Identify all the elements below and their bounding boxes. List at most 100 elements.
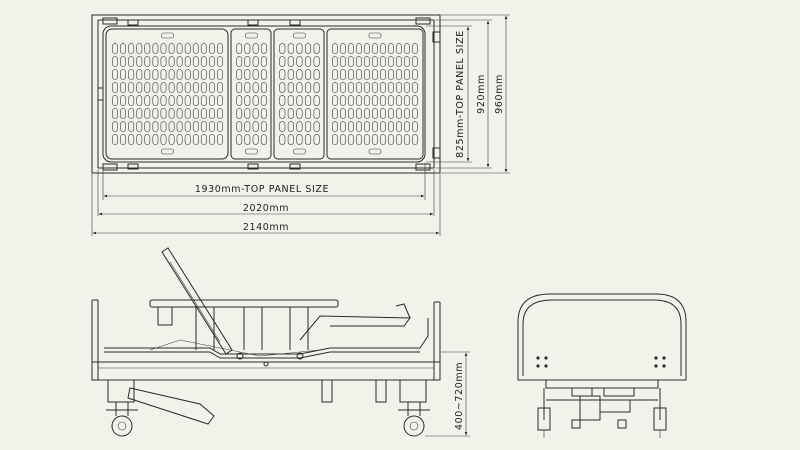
ventilation-slot bbox=[144, 69, 151, 80]
ventilation-slot bbox=[332, 121, 338, 132]
ventilation-slot bbox=[388, 134, 394, 145]
ventilation-slot bbox=[296, 69, 303, 80]
ventilation-slot bbox=[348, 108, 354, 119]
ventilation-slot bbox=[236, 82, 243, 93]
ventilation-slot bbox=[313, 108, 320, 119]
ventilation-slot bbox=[168, 121, 175, 132]
ventilation-slot bbox=[200, 69, 207, 80]
motor-actuator bbox=[127, 387, 215, 425]
ventilation-slot bbox=[252, 121, 259, 132]
ventilation-slot bbox=[252, 82, 259, 93]
ventilation-slot bbox=[340, 69, 346, 80]
ventilation-slot bbox=[313, 56, 320, 67]
ventilation-slot bbox=[252, 43, 259, 54]
ventilation-slot bbox=[209, 108, 215, 119]
ventilation-slot bbox=[332, 108, 338, 119]
ventilation-slot bbox=[120, 69, 126, 80]
ventilation-slot bbox=[313, 121, 320, 132]
ventilation-slot bbox=[404, 121, 410, 132]
ventilation-slot bbox=[287, 56, 294, 67]
ventilation-slot bbox=[287, 82, 294, 93]
end-view bbox=[517, 293, 687, 438]
ventilation-slot bbox=[217, 69, 223, 80]
ventilation-slot bbox=[279, 134, 286, 145]
ventilation-slot bbox=[128, 43, 135, 54]
ventilation-slot bbox=[252, 108, 259, 119]
ventilation-slot bbox=[412, 134, 418, 145]
ventilation-slot bbox=[192, 82, 199, 93]
ventilation-slot bbox=[168, 69, 175, 80]
ventilation-slot bbox=[340, 82, 346, 93]
ventilation-slot bbox=[348, 56, 354, 67]
ventilation-slot bbox=[136, 56, 143, 67]
ventilation-slot bbox=[176, 56, 183, 67]
side-clip bbox=[432, 147, 441, 159]
ventilation-slot bbox=[412, 43, 418, 54]
ventilation-slot bbox=[332, 43, 338, 54]
ventilation-slot bbox=[372, 108, 378, 119]
ventilation-slot bbox=[396, 108, 402, 119]
ventilation-slot bbox=[252, 56, 259, 67]
ventilation-slot bbox=[260, 121, 267, 132]
ventilation-slot bbox=[304, 69, 312, 80]
ventilation-slot bbox=[340, 95, 346, 106]
ventilation-slot bbox=[200, 82, 207, 93]
ventilation-slot bbox=[144, 95, 151, 106]
height-range-label: 400~720mm bbox=[454, 362, 465, 430]
top-view-outer-frame bbox=[91, 14, 441, 174]
ventilation-slot bbox=[217, 56, 223, 67]
ventilation-slot bbox=[348, 121, 354, 132]
horizontal-dimensions: 1930mm-TOP PANEL SIZE 2020mm 2140mm bbox=[91, 163, 441, 236]
corner-bracket bbox=[102, 163, 118, 171]
ventilation-slots bbox=[112, 32, 418, 155]
ventilation-slot bbox=[348, 43, 354, 54]
ventilation-slot bbox=[313, 95, 320, 106]
ventilation-slot bbox=[287, 108, 294, 119]
ventilation-slot bbox=[304, 121, 312, 132]
ventilation-slot bbox=[192, 121, 199, 132]
ventilation-slot bbox=[136, 108, 143, 119]
ventilation-slot bbox=[120, 95, 126, 106]
ventilation-slot bbox=[313, 69, 320, 80]
seat-section bbox=[230, 28, 272, 160]
ventilation-slot bbox=[388, 56, 394, 67]
ventilation-slot bbox=[304, 56, 312, 67]
ventilation-slot bbox=[388, 43, 394, 54]
corner-bracket bbox=[415, 17, 431, 25]
ventilation-slot bbox=[332, 82, 338, 93]
ventilation-slot bbox=[287, 121, 294, 132]
ventilation-slot bbox=[112, 134, 118, 145]
ventilation-slot bbox=[356, 108, 362, 119]
ventilation-slot bbox=[168, 43, 175, 54]
ventilation-slot bbox=[380, 95, 386, 106]
inner-length-label: 2020mm bbox=[243, 203, 289, 214]
ventilation-slot bbox=[112, 95, 118, 106]
ventilation-slot bbox=[244, 56, 251, 67]
ventilation-slot bbox=[120, 56, 126, 67]
ventilation-slot bbox=[372, 69, 378, 80]
rail-latch bbox=[157, 306, 173, 326]
side-clip bbox=[432, 31, 441, 43]
ventilation-slot bbox=[209, 95, 215, 106]
ventilation-slot bbox=[296, 56, 303, 67]
ventilation-slot bbox=[176, 43, 183, 54]
ventilation-slot bbox=[176, 121, 183, 132]
ventilation-slot bbox=[348, 95, 354, 106]
ventilation-slot bbox=[128, 121, 135, 132]
ventilation-slot bbox=[192, 95, 199, 106]
ventilation-slot bbox=[128, 108, 135, 119]
ventilation-slot bbox=[192, 108, 199, 119]
ventilation-slot bbox=[244, 69, 251, 80]
ventilation-slot bbox=[176, 95, 183, 106]
ventilation-slot bbox=[236, 121, 243, 132]
ventilation-slot bbox=[120, 134, 126, 145]
ventilation-slot bbox=[340, 43, 346, 54]
ventilation-slot bbox=[372, 56, 378, 67]
ventilation-slot bbox=[356, 69, 362, 80]
ventilation-slot bbox=[348, 134, 354, 145]
ventilation-slot bbox=[160, 69, 167, 80]
ventilation-slot bbox=[217, 121, 223, 132]
vertical-dimensions: 825mm-TOP PANEL SIZE 920mm 960mm bbox=[426, 14, 510, 174]
ventilation-slot bbox=[168, 108, 175, 119]
ventilation-slot bbox=[236, 56, 243, 67]
